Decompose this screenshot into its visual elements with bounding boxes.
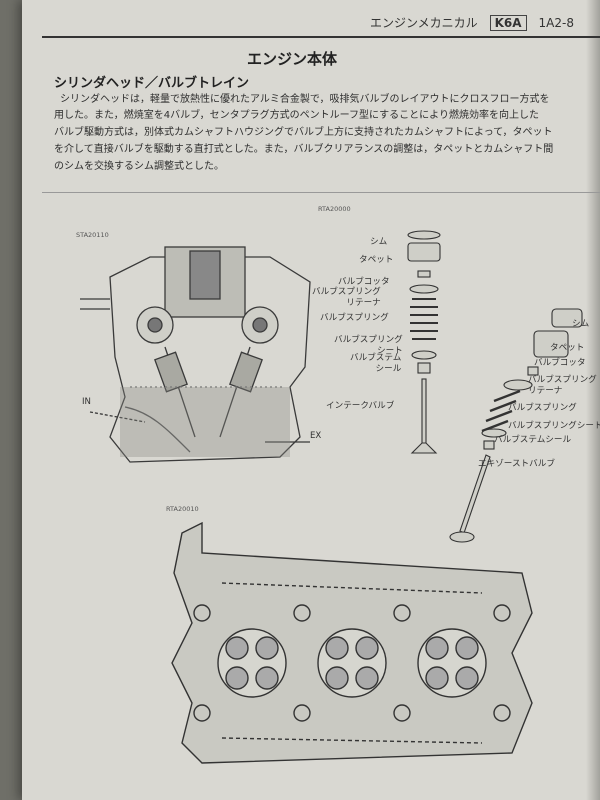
header-page-number: 1A2-8 xyxy=(538,15,574,30)
exhaust-part-label: バルブスプリング リテーナ xyxy=(528,375,597,396)
page-edge-shadow xyxy=(586,0,600,800)
header-rule xyxy=(42,36,600,38)
cylinder-head-cross-section xyxy=(80,246,311,463)
figure-area: STA20110 RTA20000 RTA20010 xyxy=(42,192,600,783)
exhaust-label: EX xyxy=(310,431,322,441)
intake-label: IN xyxy=(82,397,91,407)
intake-part-label: バルブステム シール xyxy=(350,353,402,374)
page-header: エンジンメカニカル K6A 1A2-8 xyxy=(370,14,574,31)
exhaust-part-label: バルブスプリングシート xyxy=(508,421,600,431)
combustion-chamber-group xyxy=(217,628,487,698)
exhaust-part-label: シム xyxy=(572,319,590,329)
intake-valve-exploded-view xyxy=(407,230,441,454)
exhaust-part-label: エキゾーストバルブ xyxy=(478,459,555,469)
header-model: K6A xyxy=(489,14,527,31)
figure-code-cross-section: STA20110 xyxy=(76,231,109,239)
header-section: エンジンメカニカル xyxy=(369,16,478,30)
intake-part-label: バルブコッタ xyxy=(338,277,390,287)
intake-part-label: バルブスプリング シート xyxy=(334,335,403,356)
paragraph-line: のシムを交換するシム調整式とした。 xyxy=(54,161,224,172)
page-title: エンジン本体 xyxy=(246,50,337,68)
cylinder-head-bottom-view xyxy=(171,521,533,764)
exhaust-part-label: バルブスプリング xyxy=(508,403,577,413)
paragraph-line: シリンダヘッドは，軽量で放熱性に優れたアルミ合金製で，吸排気バルブのレイアウトに… xyxy=(60,94,550,105)
figure-code-valve-parts: RTA20000 xyxy=(318,205,351,213)
paragraph-line: バルブ駆動方式は，別体式カムシャフトハウジングでバルブ上方に支持されたカムシャフ… xyxy=(54,127,553,138)
paragraph-line: 用した。また，燃焼室を4バルブ，センタプラグ方式のペントルーフ型にすることにより… xyxy=(54,110,539,121)
exhaust-part-label: バルブステムシール xyxy=(494,435,572,445)
exhaust-part-label: バルブコッタ xyxy=(534,358,586,368)
exhaust-part-label: タペット xyxy=(550,343,585,353)
manual-page: エンジンメカニカル K6A 1A2-8 エンジン本体 シリンダヘッド／バルブトレ… xyxy=(22,0,600,800)
intake-part-label: インテークバルブ xyxy=(326,401,395,411)
intake-part-label: シム xyxy=(370,237,388,247)
figure-code-head-bottom: RTA20010 xyxy=(166,505,199,513)
paragraph-line: を介して直接バルブを駆動する直打式とした。また，バルブクリアランスの調整は，タペ… xyxy=(54,144,554,155)
exhaust-valve-exploded-view xyxy=(449,308,583,543)
intake-part-label: タペット xyxy=(359,255,394,265)
intake-part-label: バルブスプリング xyxy=(320,313,389,323)
section-subtitle: シリンダヘッド／バルブトレイン xyxy=(54,76,250,91)
intake-part-label: バルブスプリング リテーナ xyxy=(312,287,381,308)
